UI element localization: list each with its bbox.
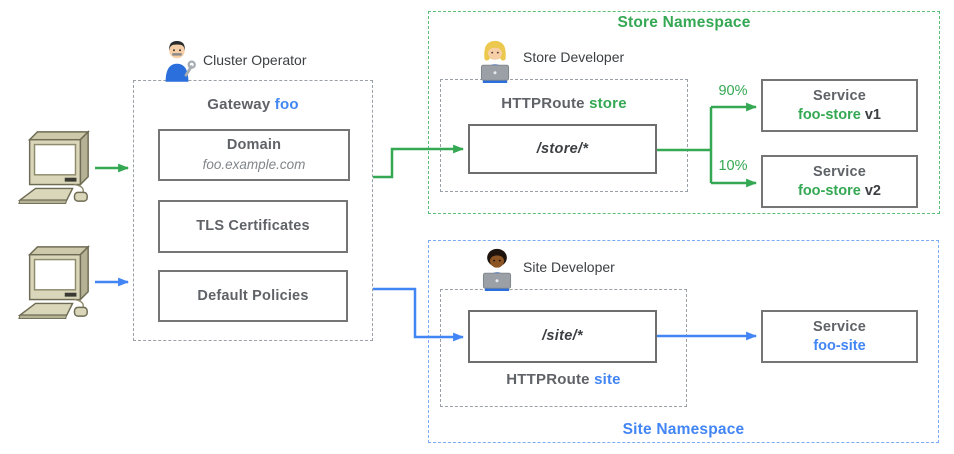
gateway-title-prefix: Gateway — [207, 96, 275, 113]
store-route-box: /store/* — [468, 124, 657, 174]
store-namespace-box — [428, 11, 940, 214]
domain-box-title: Domain — [226, 137, 282, 153]
tls-certificates-label: TLS Certificates — [196, 218, 310, 234]
httproute-store-title: HTTPRoute store — [440, 95, 688, 112]
store-namespace-title: Store Namespace — [617, 14, 751, 31]
cluster-operator-icon — [158, 36, 196, 82]
httproute-site-prefix: HTTPRoute — [506, 371, 595, 388]
httproute-store-accent: store — [589, 95, 627, 112]
default-policies-box: Default Policies — [158, 270, 348, 322]
store-developer-icon — [476, 38, 514, 83]
gateway-title: Gateway foo — [133, 96, 373, 113]
site-route-path: /site/* — [542, 328, 583, 344]
client-computer-icon — [14, 128, 96, 206]
tls-certificates-box: TLS Certificates — [158, 200, 348, 253]
domain-box-value: foo.example.com — [202, 157, 306, 172]
weight-90-label: 90% — [718, 83, 748, 99]
client-computer-icon — [14, 243, 96, 321]
httproute-store-prefix: HTTPRoute — [501, 95, 590, 112]
service-title: Service — [813, 163, 866, 180]
gateway-title-accent: foo — [274, 96, 299, 113]
site-developer-icon — [478, 246, 516, 291]
site-namespace-title: Site Namespace — [622, 421, 745, 438]
default-policies-label: Default Policies — [197, 287, 309, 304]
httproute-site-group-box — [440, 289, 687, 407]
cluster-operator-label: Cluster Operator — [203, 52, 307, 68]
site-developer-label: Site Developer — [523, 259, 615, 275]
httproute-site-accent: site — [594, 371, 621, 388]
service-title: Service — [813, 318, 866, 335]
weight-10-label: 10% — [718, 158, 748, 174]
site-route-box: /site/* — [468, 310, 657, 363]
site-namespace-box — [428, 240, 939, 443]
store-developer-label: Store Developer — [523, 49, 625, 65]
domain-box: Domain foo.example.com — [158, 129, 350, 181]
service-foo-site-box: Service foo-site — [761, 310, 918, 363]
service-title: Service — [813, 87, 866, 104]
cluster-operator-group-box — [133, 80, 373, 341]
store-route-path: /store/* — [536, 140, 589, 157]
service-name: foo-site — [813, 337, 866, 354]
httproute-site-title: HTTPRoute site — [440, 371, 687, 388]
